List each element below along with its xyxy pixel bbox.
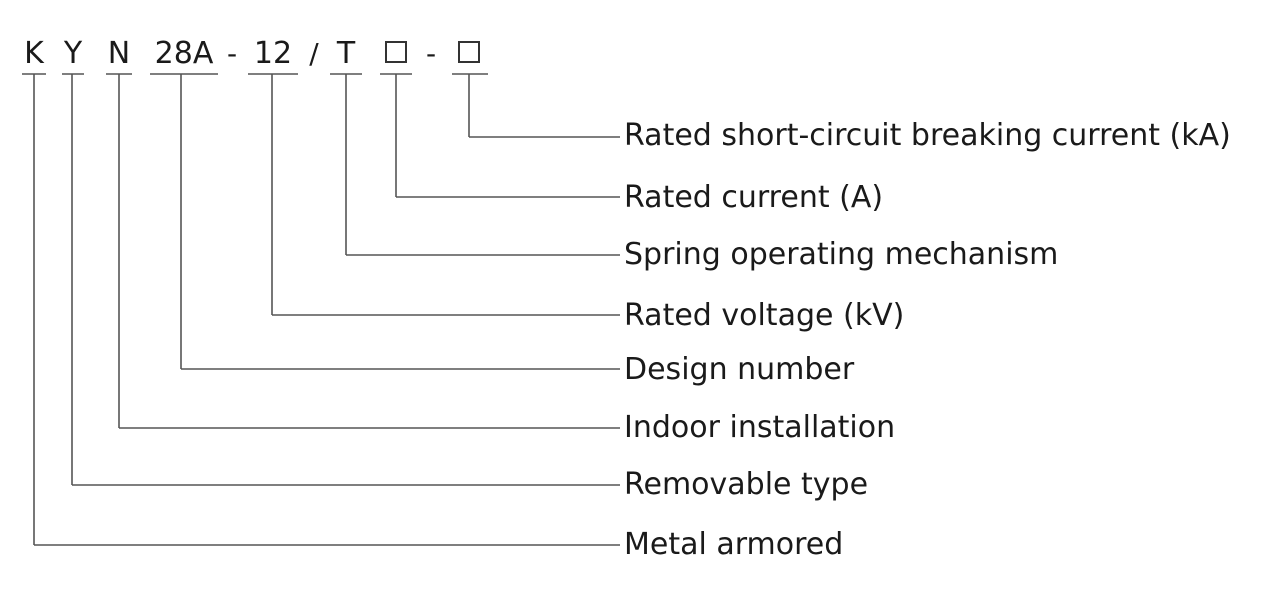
code-k: K — [24, 36, 44, 71]
code-voltage: 12 — [253, 36, 293, 71]
code-dash-1: - — [226, 37, 238, 70]
label-voltage: Rated voltage (kV) — [624, 298, 905, 333]
label-removable: Removable type — [624, 467, 869, 502]
label-design: Design number — [624, 352, 855, 387]
code-y: Y — [63, 36, 83, 71]
placeholder-box-breaking — [458, 41, 480, 63]
code-design: 28A — [154, 36, 214, 71]
code-slash: / — [309, 37, 319, 70]
label-rated-current: Rated current (A) — [624, 180, 884, 215]
code-n: N — [107, 36, 131, 71]
label-indoor: Indoor installation — [624, 410, 896, 445]
code-dash-2: - — [425, 37, 437, 70]
placeholder-box-current — [385, 41, 407, 63]
label-breaking-current: Rated short-circuit breaking current (kA… — [624, 118, 1231, 153]
label-mechanism: Spring operating mechanism — [624, 237, 1059, 272]
label-metal: Metal armored — [624, 527, 844, 562]
code-mechanism: T — [336, 36, 356, 71]
